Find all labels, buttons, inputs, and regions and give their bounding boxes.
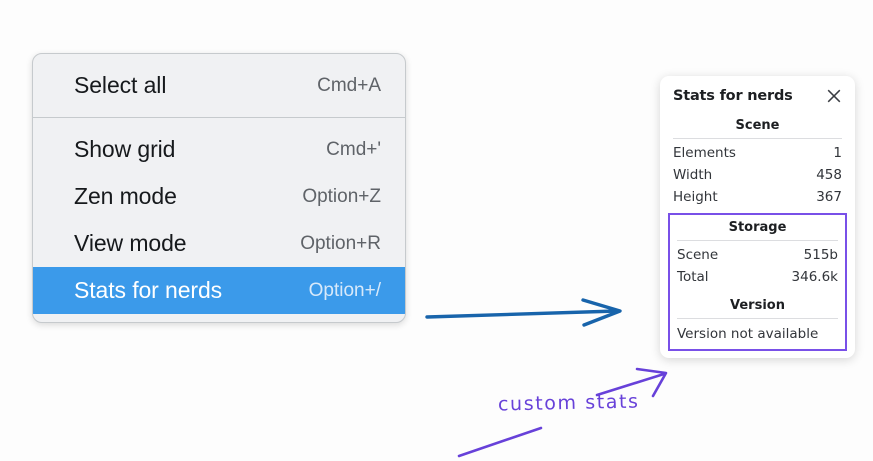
panel-header: Stats for nerds [670,85,845,105]
menu-item-label: Zen mode [74,183,177,209]
row-value: 346.6k [791,269,838,285]
custom-stats-annotation-label: custom stats [497,390,640,416]
table-row: Height 367 [670,186,845,208]
row-value: 1 [833,145,842,161]
menu-item-stats-for-nerds[interactable]: Stats for nerds Option+/ [33,267,405,314]
menu-item-shortcut: Cmd+' [326,138,381,160]
menu-item-label: Select all [74,72,167,98]
row-value: 367 [816,189,842,205]
menu-item-label: View mode [74,230,187,256]
storage-section: Storage Scene 515b Total 346.6k [674,217,841,288]
row-key: Height [673,189,718,205]
row-key: Scene [677,247,719,263]
menu-item-select-all[interactable]: Select all Cmd+A [33,62,405,109]
menu-item-label: Stats for nerds [74,277,223,303]
panel-sections: Scene Elements 1 Width 458 Height 367 St… [668,116,847,351]
menu-item-label: Show grid [74,136,176,162]
version-heading: Version [730,298,785,313]
table-row: Total 346.6k [674,266,841,288]
purple-underline-stroke [457,426,543,458]
divider [677,318,838,319]
menu-item-zen-mode[interactable]: Zen mode Option+Z [33,173,405,220]
row-key: Width [673,167,713,183]
menu-item-shortcut: Option+Z [302,185,381,207]
panel-title: Stats for nerds [673,88,793,104]
menu-group-1: Select all Cmd+A [33,54,405,117]
context-menu[interactable]: Select all Cmd+A Show grid Cmd+' Zen mod… [32,53,406,323]
scene-section: Scene Elements 1 Width 458 Height 367 [670,116,845,208]
menu-item-shortcut: Option+R [300,232,381,254]
version-section: Version Version not available [674,295,841,344]
row-value: 515b [803,247,838,263]
row-key: Total [677,269,709,285]
spacer [674,288,841,295]
row-value: 458 [816,167,842,183]
row-key: Elements [673,145,736,161]
table-row: Width 458 [670,164,845,186]
version-text: Version not available [677,326,819,342]
scene-heading: Scene [735,118,780,133]
storage-heading: Storage [728,220,787,235]
stats-for-nerds-panel: Stats for nerds Scene Elements 1 Width 4… [660,76,855,358]
menu-item-show-grid[interactable]: Show grid Cmd+' [33,126,405,173]
divider [673,138,842,139]
table-row: Scene 515b [674,244,841,266]
blue-arrow-icon [425,298,622,327]
table-row: Elements 1 [670,142,845,164]
menu-item-shortcut: Cmd+A [317,74,381,96]
menu-item-view-mode[interactable]: View mode Option+R [33,220,405,267]
menu-item-shortcut: Option+/ [308,279,381,301]
menu-group-2: Show grid Cmd+' Zen mode Option+Z View m… [33,117,405,322]
close-icon[interactable] [825,87,843,105]
custom-stats-highlight-box: Storage Scene 515b Total 346.6k Version [668,213,847,351]
divider [677,240,838,241]
